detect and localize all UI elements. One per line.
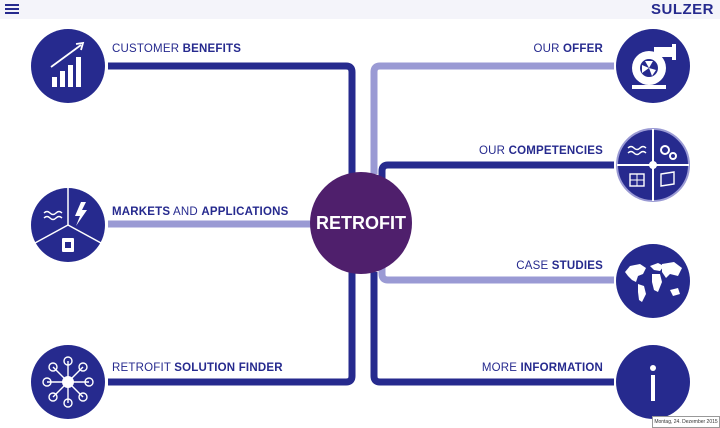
label-more-information[interactable]: MORE INFORMATION bbox=[481, 362, 603, 374]
label-customer-benefits[interactable]: CUSTOMER BENEFITS bbox=[112, 43, 242, 55]
menu-icon[interactable] bbox=[5, 4, 19, 15]
top-bar bbox=[0, 0, 720, 19]
case-studies-button[interactable] bbox=[616, 244, 690, 318]
our-competencies-button[interactable] bbox=[616, 128, 690, 202]
markets-applications-button[interactable] bbox=[31, 188, 105, 262]
world-map-icon bbox=[625, 262, 682, 302]
label-our-offer[interactable]: OUR OFFER bbox=[533, 43, 603, 55]
date-stamp: Montag, 24. Dezember 2015 bbox=[652, 416, 720, 428]
brand-logo: SULZER bbox=[651, 1, 714, 18]
label-case-studies[interactable]: CASE STUDIES bbox=[516, 260, 603, 272]
more-information-button[interactable] bbox=[616, 345, 690, 419]
customer-benefits-button[interactable] bbox=[31, 29, 105, 103]
label-our-competencies[interactable]: OUR COMPETENCIES bbox=[479, 145, 603, 157]
network-icon bbox=[42, 356, 94, 408]
solution-finder-button[interactable] bbox=[31, 345, 105, 419]
retrofit-center-button[interactable]: RETROFIT bbox=[310, 172, 412, 274]
bar-chart-icon bbox=[50, 41, 85, 87]
our-offer-button[interactable] bbox=[616, 29, 690, 103]
competencies-icon bbox=[616, 128, 690, 202]
pump-icon bbox=[632, 44, 676, 89]
info-icon bbox=[650, 365, 656, 401]
label-markets-applications[interactable]: MARKETS AND APPLICATIONS bbox=[112, 206, 289, 218]
label-solution-finder[interactable]: RETROFIT SOLUTION FINDER bbox=[112, 362, 283, 374]
markets-pie-icon bbox=[34, 188, 102, 252]
